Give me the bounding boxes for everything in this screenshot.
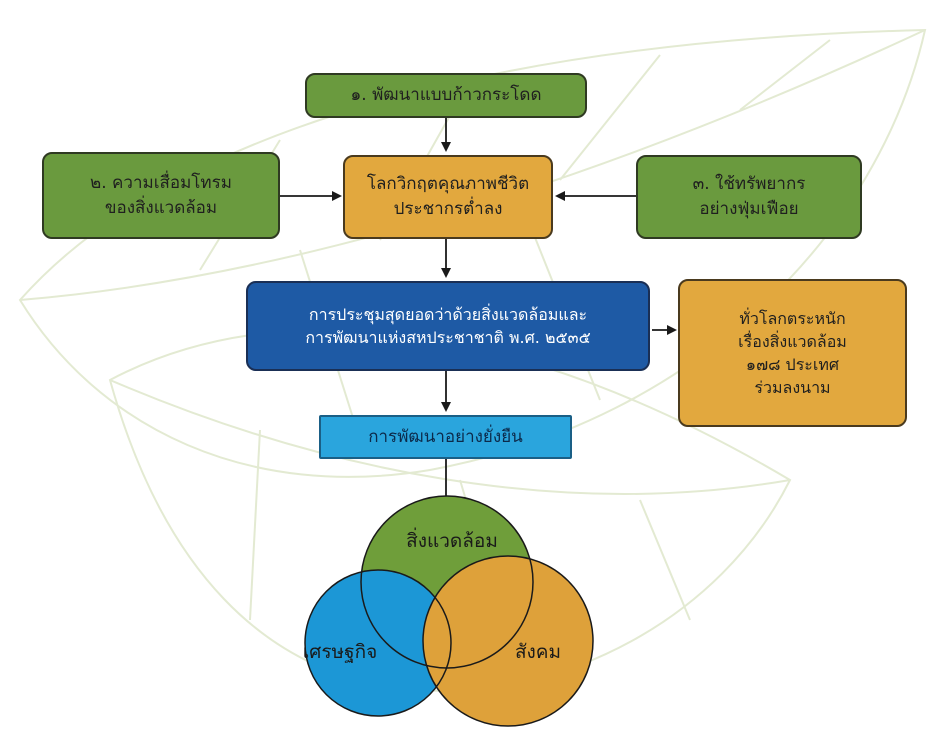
box-rapid-development-line-1: ๑. พัฒนาแบบก้าวกระโดด — [350, 85, 542, 106]
box-world-crisis-line-1: โลกวิกฤตคุณภาพชีวิต — [366, 174, 530, 195]
box-environmental-degradation-line-1: ๒. ความเสื่อมโทรม — [90, 172, 232, 193]
box-wasteful-resource-use: ๓. ใช้ทรัพยากร อย่างฟุ่มเฟือย — [636, 155, 862, 239]
leaf-midrib-lower — [109, 379, 791, 495]
box-world-crisis-line-2: ประชากรต่ำลง — [393, 199, 503, 219]
leaf-vein-3 — [559, 54, 661, 181]
box-wasteful-resource-use-line-2: อย่างฟุ่มเฟือย — [699, 199, 799, 219]
venn-circle-society — [423, 556, 593, 726]
venn-outline-economy — [304, 569, 452, 717]
box-global-awareness: ทั่วโลกตระหนัก เรื่องสิ่งแวดล้อม ๑๗๘ ประ… — [678, 279, 907, 427]
box-environmental-degradation-line-2: ของสิ่งแวดล้อม — [104, 197, 218, 218]
venn-outline-society — [422, 555, 594, 727]
box-environmental-degradation: ๒. ความเสื่อมโทรม ของสิ่งแวดล้อม — [42, 152, 280, 239]
box-un-summit-line-2: การพัฒนาแห่งสหประชาชาติ พ.ศ. ๒๕๓๕ — [305, 328, 591, 347]
box-world-crisis: โลกวิกฤตคุณภาพชีวิต ประชากรต่ำลง — [343, 155, 553, 239]
box-global-awareness-line-3: ๑๗๘ ประเทศ — [745, 355, 840, 374]
box-sustainable-development: การพัฒนาอย่างยั่งยืน — [319, 415, 572, 459]
box-wasteful-resource-use-line-1: ๓. ใช้ทรัพยากร — [692, 174, 806, 195]
venn-circle-economy — [305, 570, 451, 716]
venn-label-society: สังคม — [515, 641, 561, 663]
box-global-awareness-line-4: ร่วมลงนาม — [754, 378, 831, 398]
box-sustainable-development-line-1: การพัฒนาอย่างยั่งยืน — [368, 426, 523, 447]
box-un-summit-line-1: การประชุมสุดยอดว่าด้วยสิ่งแวดล้อมและ — [308, 304, 588, 324]
box-un-summit: การประชุมสุดยอดว่าด้วยสิ่งแวดล้อมและ การ… — [246, 281, 650, 371]
box-global-awareness-line-1: ทั่วโลกตระหนัก — [739, 308, 846, 328]
box-rapid-development: ๑. พัฒนาแบบก้าวกระโดด — [305, 73, 587, 118]
box-global-awareness-line-2: เรื่องสิ่งแวดล้อม — [738, 331, 847, 351]
venn-label-economy: เศรษฐกิจ — [303, 641, 377, 663]
leaf-vein-7 — [249, 429, 261, 621]
venn-label-environment: สิ่งแวดล้อม — [406, 527, 498, 552]
leaf-vein-9 — [639, 499, 691, 621]
leaf-vein-4 — [739, 39, 831, 111]
